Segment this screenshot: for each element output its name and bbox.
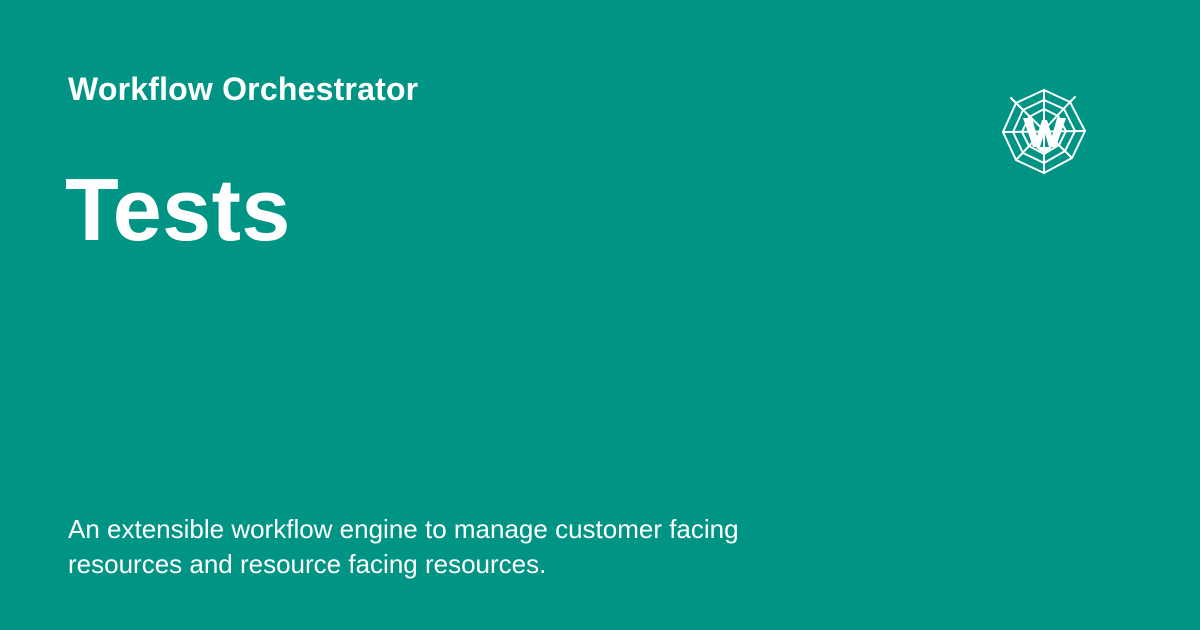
spiderweb-w-logo-icon [999, 87, 1089, 177]
page-title: Tests [65, 160, 291, 259]
site-description: An extensible workflow engine to manage … [68, 514, 739, 579]
site-name: Workflow Orchestrator [68, 71, 419, 107]
